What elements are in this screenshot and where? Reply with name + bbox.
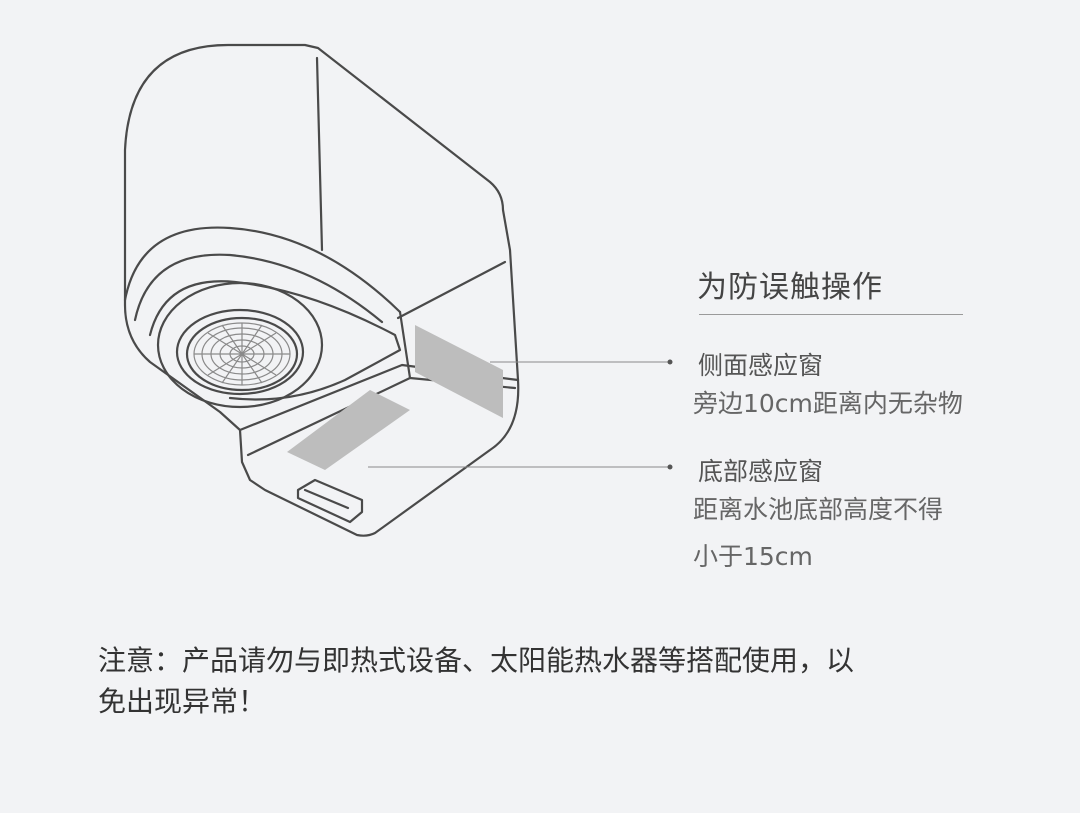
device-step <box>148 280 402 401</box>
section-heading: 为防误触操作 <box>697 270 883 305</box>
aerator-ring <box>175 308 305 396</box>
bottom-sensor-window <box>287 390 410 470</box>
bottom-sensor-line: 距离水池底部高度不得 <box>693 495 944 524</box>
usage-notice-line-2: 免出现异常！ <box>98 685 267 718</box>
side-sensor-title: 侧面感应窗 <box>698 351 824 380</box>
usage-notice-line-1: 注意：产品请勿与即热式设备、太阳能热水器等搭配使用，以 <box>98 644 855 677</box>
device-body-outline <box>123 43 520 537</box>
device-top-seam <box>315 56 324 252</box>
bottom-clip-inner <box>303 488 350 510</box>
device-collar-inner <box>133 253 384 324</box>
heading-divider <box>699 314 963 315</box>
usage-notice: 注意：产品请勿与即热式设备、太阳能热水器等搭配使用，以 免出现异常！ <box>98 640 998 722</box>
side-sensor-leader-dot <box>667 359 673 365</box>
aerator-inner-ring <box>185 316 299 392</box>
bottom-sensor-title: 底部感应窗 <box>698 457 824 486</box>
side-sensor-description: 旁边10cm距离内无杂物 <box>693 380 983 427</box>
side-sensor-window <box>415 325 503 418</box>
device-base-edge <box>246 376 412 457</box>
device-right-edge <box>396 260 507 320</box>
bottom-sensor-leader-dot <box>667 464 673 470</box>
bottom-clip <box>296 478 364 524</box>
side-sensor-line: 旁边10cm距离内无杂物 <box>693 389 963 418</box>
bottom-sensor-line: 小于15cm <box>693 542 813 571</box>
device-collar-outer <box>123 226 402 314</box>
aerator-mesh <box>193 322 291 386</box>
aerator-bezel <box>156 281 324 409</box>
bottom-sensor-description: 距离水池底部高度不得 小于15cm <box>693 486 983 580</box>
